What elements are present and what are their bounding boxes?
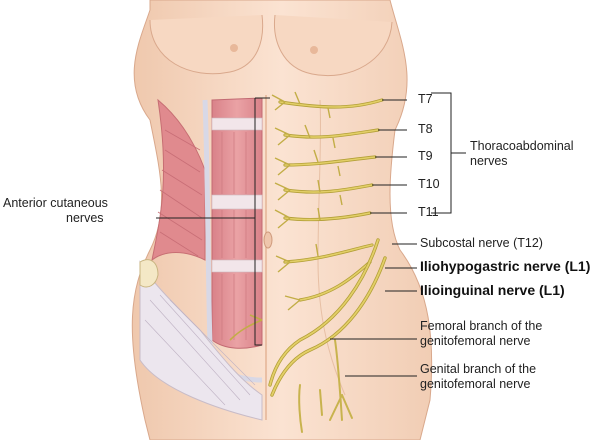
label-anterior-cutaneous-1: Anterior cutaneous bbox=[3, 196, 108, 210]
label-thoracoabdominal-2: nerves bbox=[470, 154, 508, 168]
label-anterior-cutaneous-2: nerves bbox=[66, 211, 104, 225]
label-femoral-branch-1: Femoral branch of the bbox=[420, 319, 543, 333]
label-iliohypogastric: Iliohypogastric nerve (L1) bbox=[420, 258, 591, 274]
right-breast bbox=[273, 14, 393, 77]
label-thoracoabdominal-1: Thoracoabdominal bbox=[470, 139, 574, 153]
label-t10: T10 bbox=[418, 177, 440, 191]
fascia-lines bbox=[144, 294, 256, 406]
label-genital-branch-1: Genital branch of the bbox=[420, 362, 537, 376]
nerve-fibers-fill bbox=[279, 99, 383, 301]
lumbar-nerves-fill bbox=[269, 239, 386, 396]
leader-lines bbox=[156, 92, 466, 377]
label-femoral-branch-2: genitofemoral nerve bbox=[420, 334, 531, 348]
left-nipple bbox=[230, 44, 238, 52]
tendinous-intersections bbox=[211, 117, 263, 273]
label-t9: T9 bbox=[418, 149, 433, 163]
label-ilioinguinal: Ilioinguinal nerve (L1) bbox=[420, 282, 565, 298]
rectus-fibers bbox=[221, 132, 247, 340]
left-cutaneous-nerves bbox=[229, 314, 263, 341]
genitofemoral-nerve bbox=[298, 339, 353, 433]
label-t11: T11 bbox=[418, 205, 439, 219]
cutaneous-branches bbox=[271, 91, 343, 311]
right-nipple bbox=[310, 46, 318, 54]
left-breast bbox=[149, 14, 264, 75]
umbilicus bbox=[263, 231, 273, 249]
iliac-crest bbox=[139, 259, 159, 288]
rib-margin bbox=[317, 99, 346, 396]
oblique-stripes bbox=[157, 129, 203, 257]
label-subcostal: Subcostal nerve (T12) bbox=[420, 236, 543, 250]
label-t8: T8 bbox=[418, 122, 433, 136]
label-genital-branch-2: genitofemoral nerve bbox=[420, 377, 531, 391]
label-t7: T7 bbox=[418, 92, 433, 106]
